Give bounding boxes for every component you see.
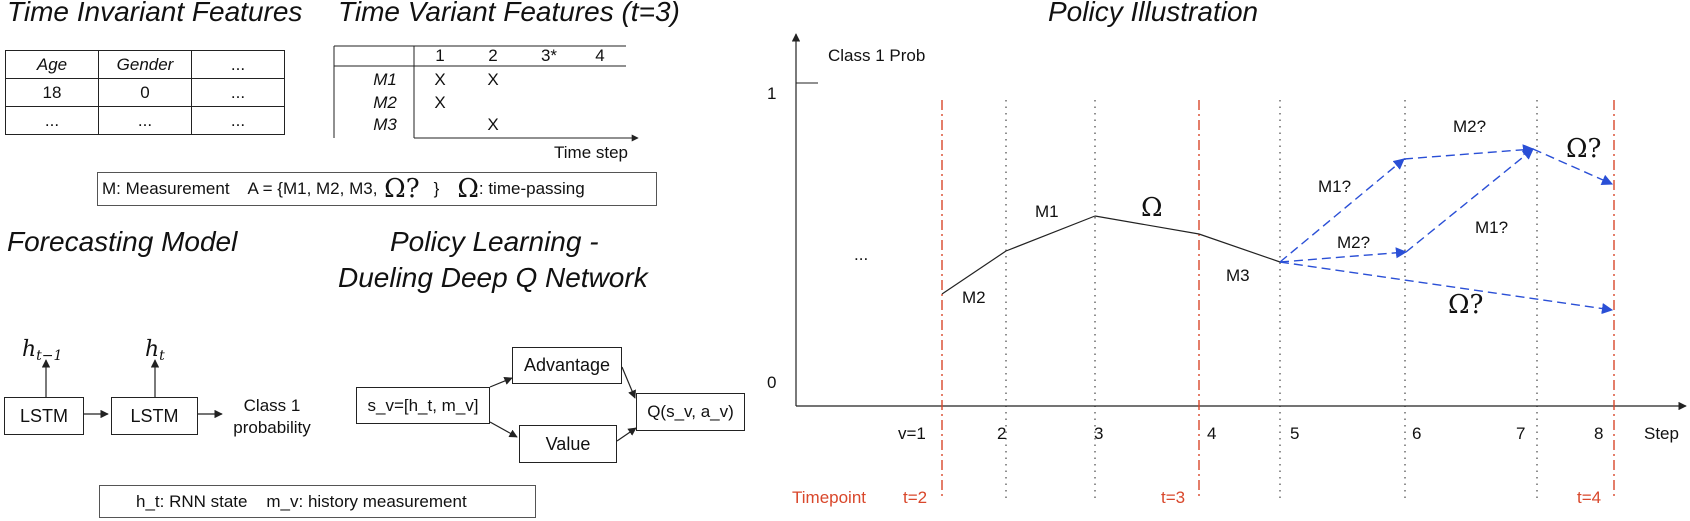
step-label: 6 (1412, 424, 1422, 443)
branch-label-m2: M2? (1453, 117, 1487, 136)
time-variant-row-label: M2 (373, 93, 397, 112)
x-axis-label: Step (1644, 424, 1679, 443)
trajectory-segment (1005, 215, 1096, 252)
path-label-m3: M3 (1226, 266, 1250, 285)
table-header-cell: Age (5, 50, 99, 79)
state-box: s_v=[h_t, m_v] (356, 387, 490, 424)
branch-label-m2-mid: M2? (1337, 233, 1371, 252)
hidden-state-label: ht (145, 337, 165, 365)
time-variant-grid (333, 45, 639, 142)
table-cell: 0 (98, 78, 192, 107)
branch-arrow (1532, 148, 1614, 186)
branch-arrow (1403, 144, 1535, 160)
branch-label-m1-mid: M1? (1475, 218, 1509, 237)
step-label: 2 (997, 424, 1007, 443)
table-header-row: Age Gender ... (5, 50, 285, 79)
step-label: 7 (1516, 424, 1526, 443)
time-variant-column-label: 2 (488, 46, 498, 65)
omega-symbol: Ω (457, 174, 479, 204)
step-label: 3 (1094, 424, 1104, 443)
step-label: 8 (1594, 424, 1604, 443)
legend-text: } (433, 179, 440, 198)
timepoint-label: Timepoint (792, 488, 867, 507)
branch-arrow (1279, 158, 1405, 263)
history-ellipsis: ... (854, 245, 869, 264)
class-prob-output-line-2: probability (233, 418, 311, 437)
policy-learning-title-line-2: Dueling Deep Q Network (338, 262, 648, 293)
path-label-m2: M2 (962, 288, 986, 307)
advantage-box: Advantage (512, 347, 622, 384)
measurement-mark: X (487, 70, 499, 89)
value-box: Value (519, 425, 617, 463)
branch-label-m1: M1? (1318, 177, 1352, 196)
q-value-box: Q(s_v, a_v) (636, 393, 745, 431)
lstm-box-2: LSTM (111, 397, 198, 435)
measurement-mark: X (487, 115, 499, 134)
y-axis-label: Class 1 Prob (828, 46, 926, 65)
table-cell: 18 (5, 78, 99, 107)
trajectory-segment (1094, 215, 1200, 235)
measurement-mark: X (434, 93, 446, 112)
table-cell: ... (191, 106, 285, 135)
trajectory-segment (1198, 233, 1281, 263)
class-prob-output-line-1: Class 1 (243, 396, 301, 415)
table-cell: ... (98, 106, 192, 135)
timepoint-t4: t=4 (1577, 488, 1602, 507)
legend-text: : time-passing (478, 179, 585, 198)
trajectory-segment (941, 250, 1007, 295)
hidden-state-prev-label: ht−1 (22, 337, 63, 365)
time-variant-column-label: 3* (540, 46, 558, 65)
step-label: 4 (1207, 424, 1217, 443)
branch-arrow (1279, 247, 1408, 263)
table-cell: ... (5, 106, 99, 135)
policy-learning-title-line-1: Policy Learning - (390, 226, 599, 257)
policy-illustration-title: Policy Illustration (1048, 0, 1259, 27)
table-row: 18 0 ... (5, 78, 285, 107)
rnn-legend-box: h_t: RNN state m_v: history measurement (99, 485, 536, 518)
forecasting-arrows (41, 359, 223, 419)
measurement-mark: X (434, 70, 446, 89)
measurement-legend-box: M: Measurement A = {M1, M2, M3, Ω?} Ω: ti… (97, 172, 657, 206)
table-row: ... ... ... (5, 106, 285, 135)
branch-label-omega-upper: Ω? (1566, 134, 1602, 164)
omega-question-symbol: Ω? (384, 174, 420, 204)
time-invariant-table: Age Gender ... 18 0 ... ... ... ... (5, 50, 285, 135)
dqn-arrows (489, 366, 637, 442)
time-variant-column-label: 4 (595, 46, 605, 65)
branch-label-omega-lower: Ω? (1448, 290, 1484, 320)
y-tick-0: 0 (767, 373, 777, 392)
branch-arrow (1279, 261, 1614, 315)
time-invariant-title: Time Invariant Features (7, 0, 303, 27)
branch-arrow (1405, 148, 1534, 253)
time-variant-column-label: 1 (435, 46, 445, 65)
lstm-box-1: LSTM (4, 397, 84, 435)
step-label: v=1 (898, 424, 926, 443)
table-header-cell: ... (191, 50, 285, 79)
time-variant-row-label: M1 (373, 70, 397, 89)
time-variant-row-label: M3 (373, 115, 397, 134)
time-variant-title: Time Variant Features (t=3) (338, 0, 680, 27)
timepoint-t2: t=2 (903, 488, 928, 507)
forecasting-title: Forecasting Model (7, 226, 238, 257)
time-step-axis-label: Time step (554, 143, 629, 162)
path-label-m1: M1 (1035, 202, 1059, 221)
path-label-omega: Ω (1141, 193, 1163, 223)
step-label: 5 (1290, 424, 1300, 443)
y-tick-1: 1 (767, 84, 777, 103)
legend-text: M: Measurement A = {M1, M2, M3, (102, 179, 383, 198)
timepoint-t3: t=3 (1161, 488, 1186, 507)
